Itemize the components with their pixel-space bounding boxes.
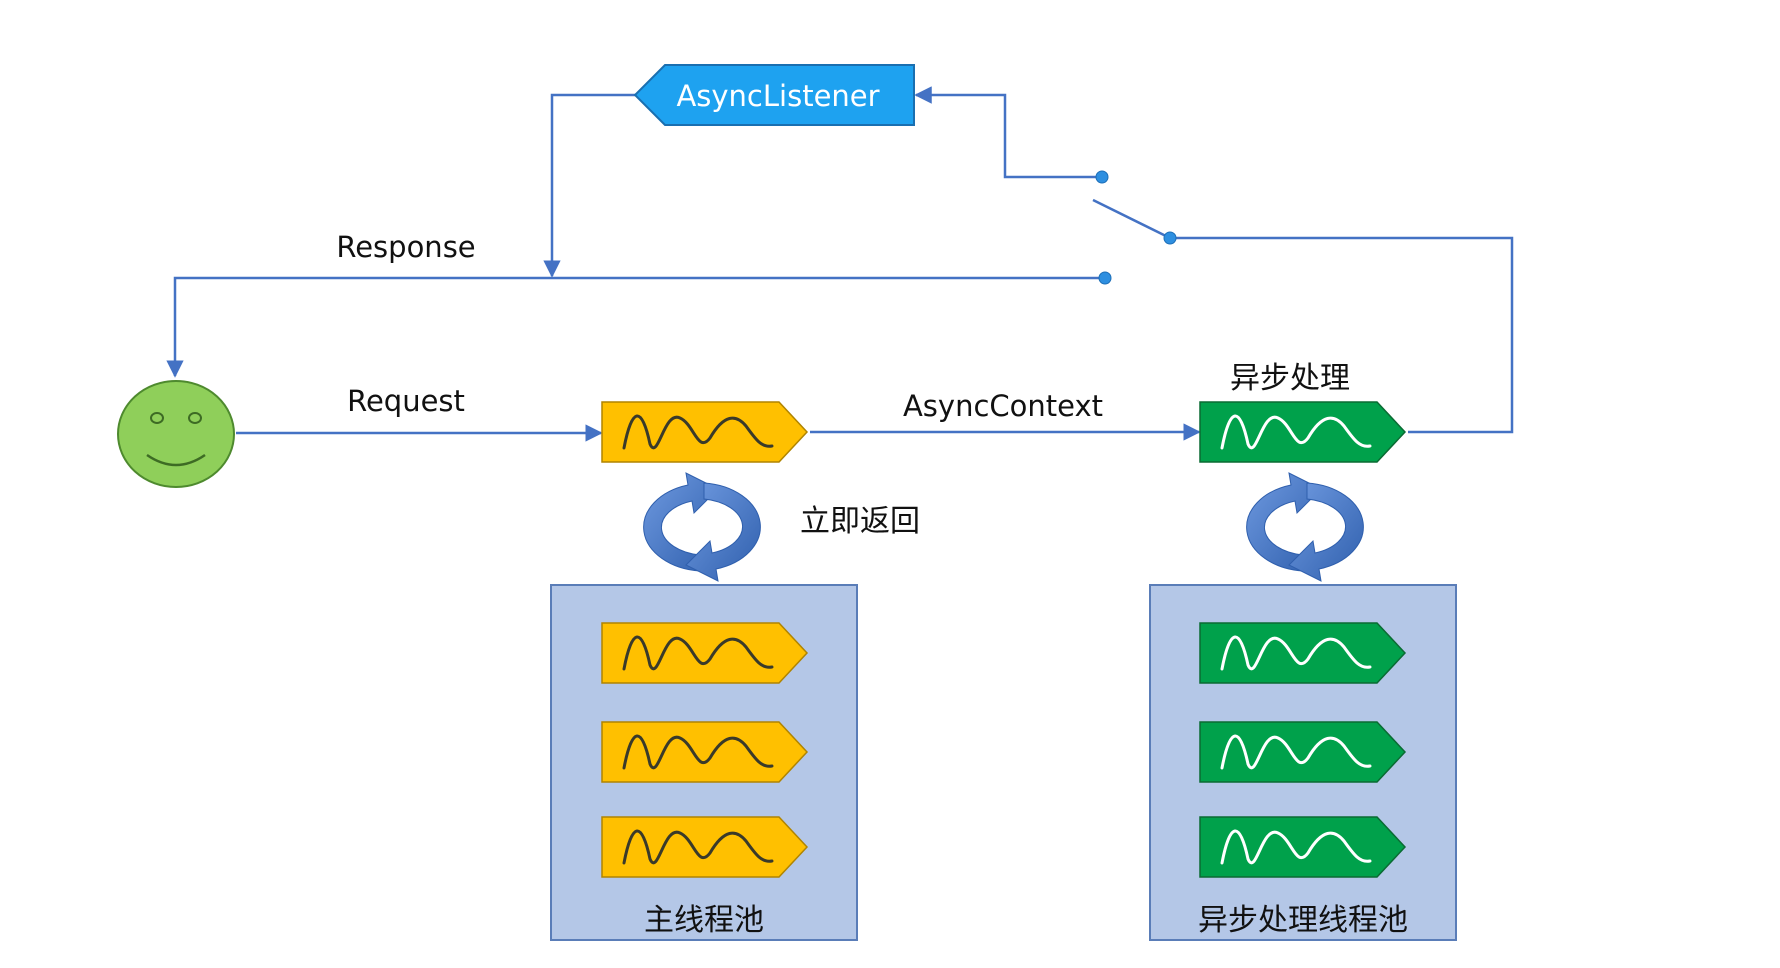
circular-arrows-icon (1246, 472, 1364, 582)
async-thread-pool-label: 异步处理线程池 (1198, 903, 1408, 938)
async-pool-worker-2 (1199, 721, 1407, 783)
circular-arrows-icon (643, 472, 761, 582)
switch-contact-lower (1098, 271, 1112, 285)
async-listener-label: AsyncListener (676, 79, 879, 113)
wave-thread-icon (622, 829, 774, 865)
async-processing-label: 异步处理 (1230, 361, 1350, 396)
wave-thread-icon (622, 734, 774, 770)
main-pool-worker-3 (601, 816, 809, 878)
return-immediately-label: 立即返回 (800, 504, 920, 539)
cycle-arrows (643, 472, 1364, 582)
wave-thread-icon (1220, 414, 1372, 450)
async-pool-worker-3 (1199, 816, 1407, 878)
switch-blade (1092, 198, 1171, 240)
main-pool-worker-2 (601, 721, 809, 783)
async-pool-worker-1 (1199, 622, 1407, 684)
switch-pivot (1163, 231, 1177, 245)
switch-icon (1095, 170, 1177, 285)
wave-thread-icon (1220, 734, 1372, 770)
workers (601, 401, 1407, 878)
wave-thread-icon (1220, 635, 1372, 671)
main-pool-worker-1 (601, 622, 809, 684)
async-context-label: AsyncContext (903, 389, 1103, 423)
async-listener-box: AsyncListener (633, 64, 915, 126)
wave-thread-icon (622, 414, 774, 450)
response-label: Response (336, 230, 475, 264)
switch-to-listener-line (914, 86, 1102, 179)
wave-thread-icon (1220, 829, 1372, 865)
switch-contact-upper (1095, 170, 1109, 184)
async-worker-active (1199, 401, 1407, 463)
request-label: Request (347, 384, 465, 418)
listener-to-response-line (543, 93, 635, 278)
async-to-switch-line (1170, 236, 1514, 434)
main-thread-pool-label: 主线程池 (644, 903, 764, 938)
wave-thread-icon (622, 635, 774, 671)
connector-lines (166, 86, 1514, 442)
smiley-face-icon (117, 380, 235, 488)
main-worker-active (601, 401, 809, 463)
response-line (166, 276, 1105, 378)
